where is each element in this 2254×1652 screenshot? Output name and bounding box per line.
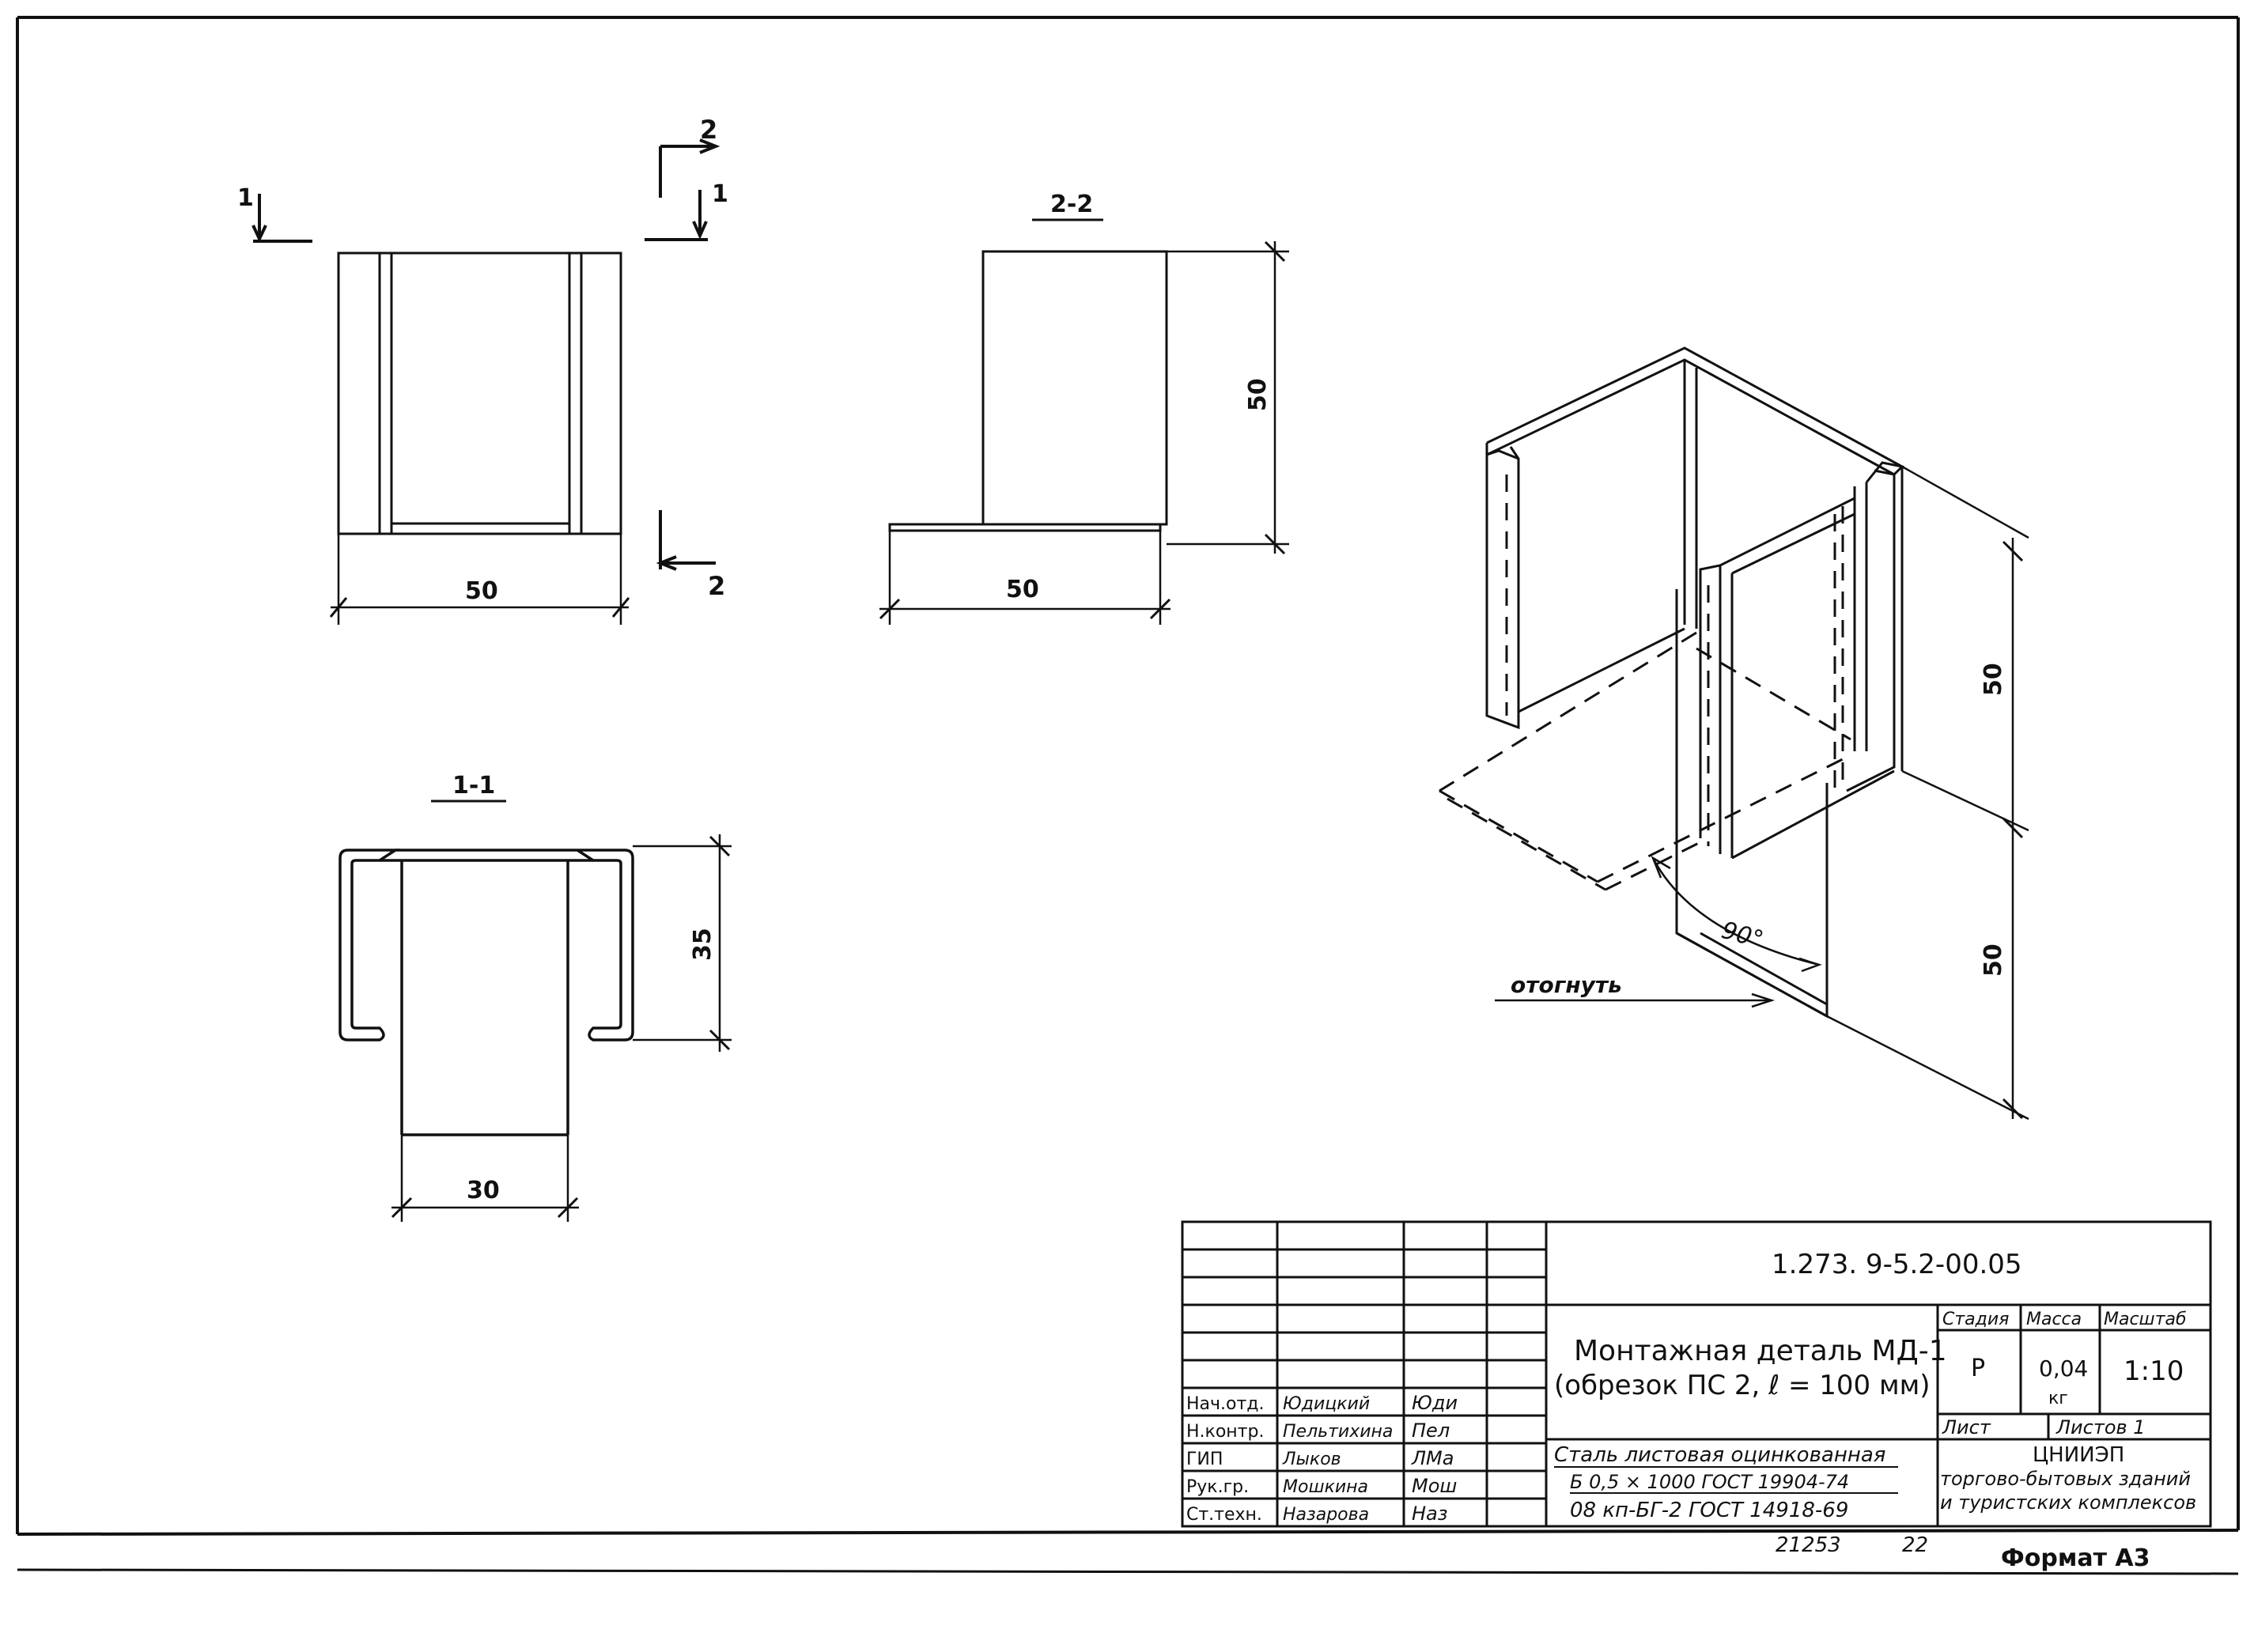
bend-angle-arc — [1651, 856, 1822, 973]
role-signature: Юди — [1412, 1392, 1458, 1414]
section-2-2-title: 2-2 — [1050, 191, 1093, 218]
role-signature: ЛМа — [1411, 1447, 1454, 1469]
role-label: ГИП — [1186, 1450, 1223, 1469]
section-2-2-width-dimension — [879, 531, 1171, 625]
section-arrow-2-bottom — [656, 510, 716, 571]
document-code: 1.273. 9-5.2-00.05 — [1772, 1249, 2022, 1280]
section-2-2-view: 2-2 50 50 — [879, 191, 1289, 625]
mass-header: Масса — [2026, 1310, 2082, 1329]
role-label: Нач.отд. — [1186, 1394, 1265, 1414]
role-name: Юдицкий — [1283, 1394, 1370, 1414]
section-mark-1-left: 1 — [237, 184, 254, 212]
section-1-1-height-dimension — [633, 834, 732, 1052]
top-view-outline — [337, 251, 622, 535]
format-label: Формат А3 — [2001, 1544, 2150, 1572]
section-mark-1-right: 1 — [712, 180, 728, 208]
part-name-line-1: Монтажная деталь МД-1 — [1574, 1335, 1947, 1367]
role-row: Ст.техн. Назарова Наз — [1186, 1503, 1448, 1525]
section-1-1-height-value: 35 — [689, 928, 717, 961]
section-2-2-height-value: 50 — [1244, 378, 1272, 411]
material-line-2: Б 0,5 × 1000 ГОСТ 19904-74 — [1570, 1471, 1849, 1493]
role-row: Нач.отд. Юдицкий Юди — [1186, 1392, 1458, 1414]
section-mark-2-top: 2 — [700, 115, 717, 145]
top-view-width-dimension — [329, 534, 630, 625]
role-label: Ст.техн. — [1186, 1505, 1262, 1525]
scale-value: 1:10 — [2124, 1355, 2184, 1387]
bend-instruction-label: отогнуть — [1511, 972, 1622, 998]
section-1-1-view: 1-1 35 30 — [338, 772, 732, 1222]
section-1-1-title: 1-1 — [452, 772, 495, 800]
organization-line-1: ЦНИИЭП — [2033, 1443, 2124, 1467]
section-1-1-width-dimension — [391, 1135, 579, 1222]
section-1-1-profile — [338, 849, 634, 1136]
isometric-dimension-lower: 50 — [1980, 943, 2007, 977]
sheet-label: Лист — [1942, 1416, 1991, 1438]
section-arrow-1-left — [251, 194, 312, 243]
title-block: 1.273. 9-5.2-00.05 Монтажная деталь МД-1… — [1181, 1220, 2212, 1528]
role-signature: Наз — [1412, 1503, 1448, 1525]
role-row: Рук.гр. Мошкина Мош — [1186, 1475, 1457, 1497]
role-label: Рук.гр. — [1186, 1477, 1249, 1497]
material-line-1: Сталь листовая оцинкованная — [1554, 1443, 1885, 1467]
role-name: Мошкина — [1283, 1477, 1368, 1497]
bend-leader — [1495, 992, 1776, 1008]
section-1-1-width-value: 30 — [467, 1177, 500, 1204]
material-line-3: 08 кп-БГ-2 ГОСТ 14918-69 — [1570, 1499, 1848, 1522]
part-name-line-2: (обрезок ПС 2, ℓ = 100 мм) — [1554, 1370, 1931, 1401]
role-signature: Пел — [1412, 1420, 1450, 1442]
top-view-width-value: 50 — [465, 577, 498, 605]
isometric-view: 50 50 90° отогнуть — [1439, 346, 2029, 1121]
section-arrow-1-right — [645, 190, 708, 241]
section-arrow-2-top — [659, 138, 720, 198]
role-name: Назарова — [1283, 1505, 1369, 1525]
stamp-number: 21253 — [1776, 1533, 1841, 1557]
role-label: Н.контр. — [1186, 1422, 1264, 1442]
sheet-index: 22 — [1902, 1533, 1928, 1557]
title-block-grid — [1181, 1220, 2212, 1528]
mass-value: 0,04 — [2039, 1355, 2088, 1382]
isometric-dimension-lines — [1826, 465, 2029, 1121]
organization-line-3: и туристских комплексов — [1940, 1491, 2196, 1514]
role-name: Пельтихина — [1283, 1422, 1393, 1442]
stage-value: Р — [1971, 1355, 1985, 1382]
isometric-hidden-edges — [1439, 474, 1851, 891]
mass-unit: кг — [2048, 1389, 2068, 1408]
top-view: 1 1 2 2 — [237, 115, 728, 625]
section-2-2-height-dimension — [1167, 240, 1289, 555]
role-row: Н.контр. Пельтихина Пел — [1186, 1420, 1450, 1442]
section-mark-2-bottom: 2 — [708, 571, 725, 601]
role-name: Лыков — [1282, 1450, 1341, 1469]
scale-header: Масштаб — [2104, 1310, 2187, 1329]
stage-header: Стадия — [1942, 1310, 2009, 1329]
isometric-dimension-upper: 50 — [1980, 663, 2007, 696]
role-signature: Мош — [1412, 1475, 1457, 1497]
sheet-frame — [16, 16, 2240, 1575]
role-row: ГИП Лыков ЛМа — [1186, 1447, 1454, 1469]
section-2-2-outline — [888, 250, 1168, 532]
organization-line-2: торгово-бытовых зданий — [1940, 1468, 2191, 1490]
section-2-2-width-value: 50 — [1006, 576, 1039, 603]
isometric-body — [1485, 346, 1905, 1019]
sheets-count-label: Листов 1 — [2055, 1416, 2146, 1438]
